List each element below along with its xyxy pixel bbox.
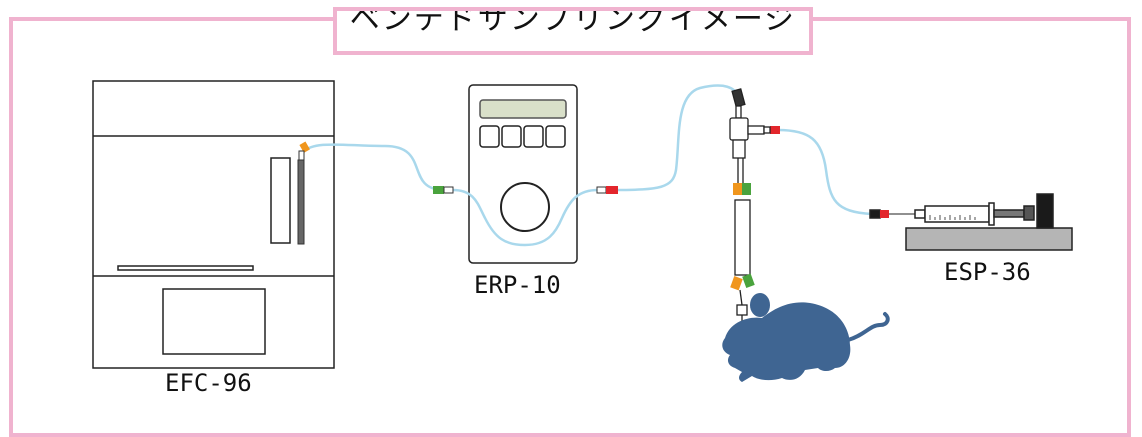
swivel-assembly xyxy=(729,88,771,330)
roller-pump xyxy=(468,84,578,264)
system-diagram xyxy=(92,80,1073,382)
title-box: ベンテドサンプリングイメージ xyxy=(333,7,813,55)
label-syringe-pump: ESP-36 xyxy=(944,258,1031,286)
fraction-collector xyxy=(92,80,335,369)
mouse-icon xyxy=(722,293,890,382)
label-fraction-collector: EFC-96 xyxy=(165,369,252,397)
connectors xyxy=(298,126,780,194)
label-roller-pump: ERP-10 xyxy=(474,271,561,299)
syringe-pump xyxy=(869,193,1073,251)
diagram-title: ベンテドサンプリングイメージ xyxy=(349,7,797,37)
tubing xyxy=(302,84,873,247)
